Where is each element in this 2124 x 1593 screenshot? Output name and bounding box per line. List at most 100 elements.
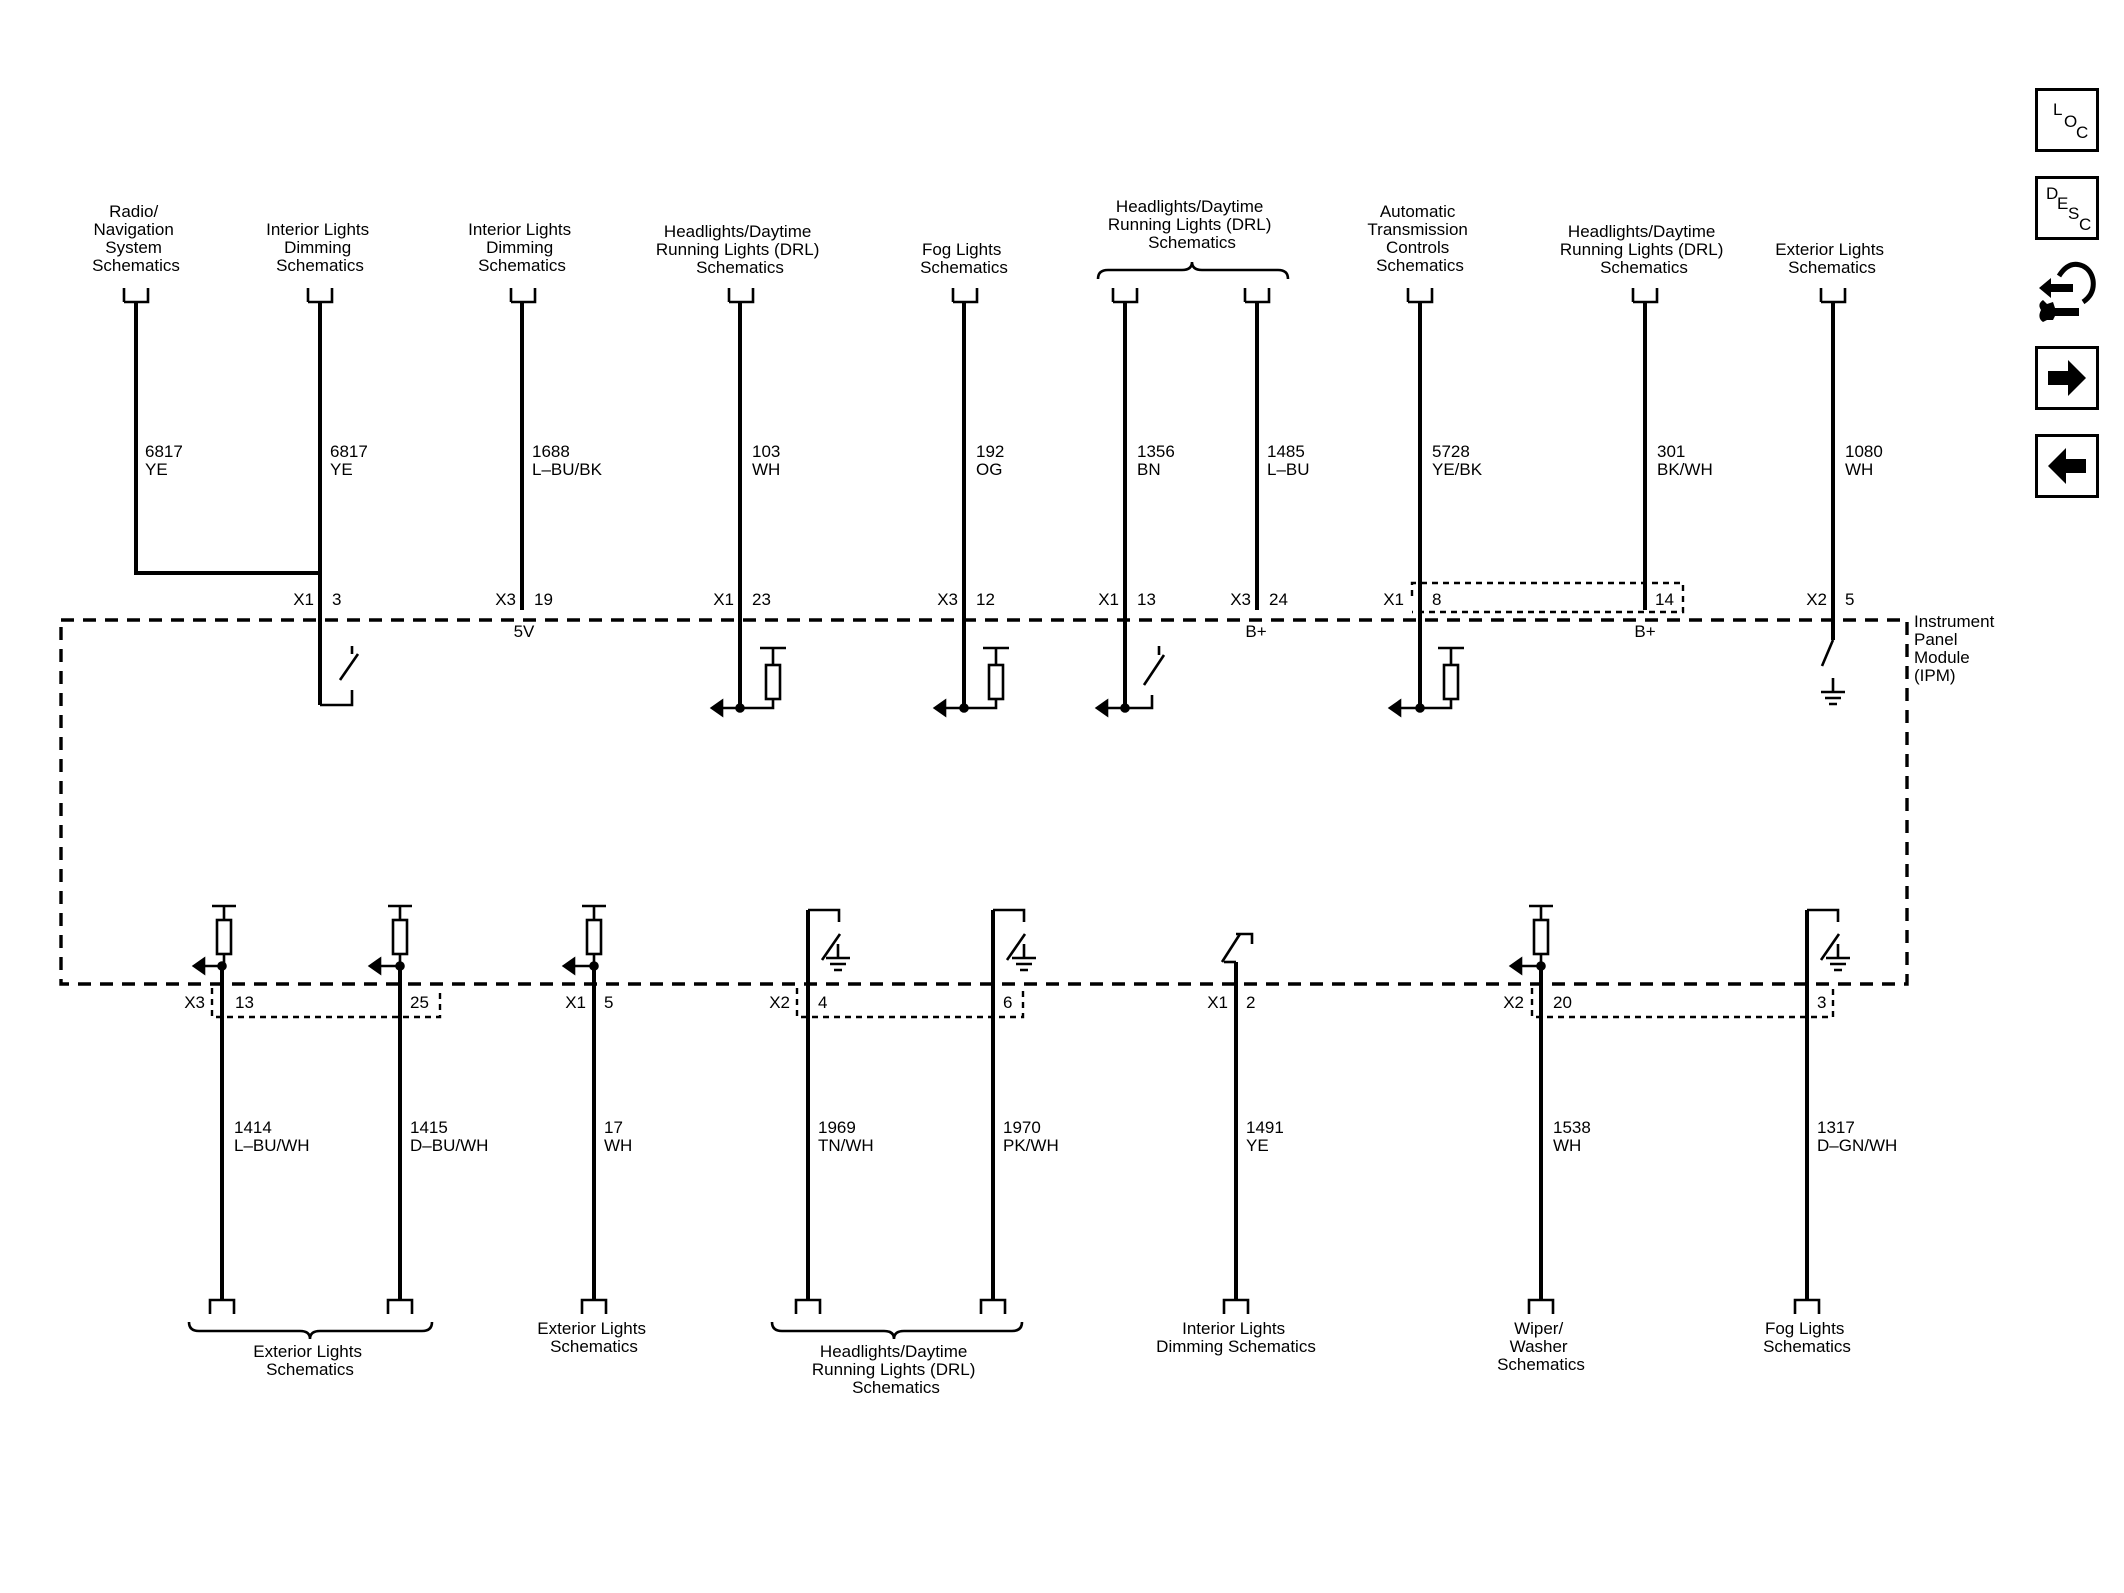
svg-text:X1: X1 (1098, 590, 1119, 609)
bottom-brace-headlights (770, 1321, 1024, 1340)
svg-text:Interior Lights Dimming: Interior Lights Dimming Schematics (266, 220, 374, 275)
bottom-brace-exterior (187, 1321, 434, 1340)
top-pin-labels: X1 3 X3 19 X1 23 X3 12 X1 13 X3 24 X1 8 … (293, 590, 1854, 609)
svg-text:Radio/ Navigation: Radio/ Navigation System Schematics (92, 202, 180, 275)
top-destination-headlights-drl-2[interactable]: Headlights/Daytime Running Lights (DRL) … (1108, 197, 1276, 252)
top-shared-connector (1410, 581, 1685, 614)
svg-text:5V: 5V (514, 622, 535, 641)
top-destination-radio-navigation[interactable]: Radio/ Navigation System Schematics (92, 202, 180, 275)
bottom-internal-ground-switch-1970 (993, 908, 1036, 972)
bottom-internal-ground-switch-1969 (808, 908, 850, 972)
arrow-right-icon (2048, 360, 2086, 396)
connector-end-view-button[interactable] (2033, 258, 2101, 330)
top-destination-fog-lights[interactable]: Fog Lights Schematics (920, 240, 1008, 277)
svg-text:5: 5 (604, 993, 613, 1012)
svg-text:5: 5 (1845, 590, 1854, 609)
svg-text:20: 20 (1553, 993, 1572, 1012)
location-button[interactable]: L O C (2035, 88, 2099, 152)
ipm-module-label: Instrument Panel Module (IPM) (1914, 612, 1999, 685)
svg-text:Wiper/ Washer Sche: Wiper/ Washer Schematics (1497, 1319, 1585, 1374)
svg-text:X3: X3 (184, 993, 205, 1012)
svg-text:Interior Lights Dimming: Interior Lights Dimming Schematics (468, 220, 576, 275)
svg-text:23: 23 (752, 590, 771, 609)
wire-6817-radio (134, 302, 322, 705)
svg-text:Fog Lights Schematics: Fog Lights Schematics (1763, 1319, 1851, 1356)
supply-labels: 5V B+ B+ (514, 622, 1656, 641)
bottom-destination-fog-lights[interactable]: Fog Lights Schematics (1763, 1319, 1851, 1356)
description-button[interactable]: D E S C (2035, 176, 2099, 240)
svg-text:X1: X1 (1383, 590, 1404, 609)
bottom-destination-exterior-lights-pair[interactable]: Exterior Lights Schematics (253, 1342, 366, 1379)
svg-text:14: 14 (1655, 590, 1674, 609)
svg-text:Exterior Lights Schemati: Exterior Lights Schematics (537, 1319, 650, 1356)
top-destination-exterior-lights[interactable]: Exterior Lights Schematics (1775, 240, 1888, 277)
top-destination-automatic-transmission[interactable]: Automatic Transmission Controls Schemati… (1367, 202, 1472, 275)
svg-text:X3: X3 (495, 590, 516, 609)
ipm-module-boundary (59, 618, 1909, 986)
top-internal-resistor-103 (709, 646, 786, 718)
svg-text:24: 24 (1269, 590, 1288, 609)
top-destination-headlights-drl-1[interactable]: Headlights/Daytime Running Lights (DRL) … (656, 222, 824, 277)
svg-text:Exterior Lights Schemati: Exterior Lights Schematics (1775, 240, 1888, 277)
bottom-internal-resistor-17 (561, 904, 606, 976)
svg-text:13: 13 (1137, 590, 1156, 609)
top-destination-interior-lights-1[interactable]: Interior Lights Dimming Schematics (266, 220, 374, 275)
next-page-button[interactable] (2035, 346, 2099, 410)
svg-text:X2: X2 (1503, 993, 1524, 1012)
svg-text:19: 19 (534, 590, 553, 609)
svg-text:3: 3 (1817, 993, 1826, 1012)
svg-text:B+: B+ (1245, 622, 1266, 641)
svg-text:Headlights/Daytime Runni: Headlights/Daytime Running Lights (DRL) … (812, 1342, 980, 1397)
previous-page-button[interactable] (2035, 434, 2099, 498)
top-internal-switch-1356 (1094, 646, 1166, 718)
bottom-destination-wiper-washer[interactable]: Wiper/ Washer Schematics (1497, 1319, 1585, 1374)
bottom-internal-ground-switch-1317 (1807, 908, 1850, 972)
svg-text:X2: X2 (1806, 590, 1827, 609)
svg-text:X1: X1 (293, 590, 314, 609)
svg-text:X2: X2 (769, 993, 790, 1012)
svg-text:X1: X1 (713, 590, 734, 609)
svg-text:25: 25 (410, 993, 429, 1012)
svg-text:6: 6 (1003, 993, 1012, 1012)
bottom-destination-exterior-lights[interactable]: Exterior Lights Schematics (537, 1319, 650, 1356)
svg-text:13: 13 (235, 993, 254, 1012)
bottom-internal-resistor-1538 (1508, 904, 1553, 976)
top-internal-ground-switch-1080 (1820, 639, 1845, 706)
bottom-pin-labels: X3 13 25 X1 5 X2 4 6 X1 2 X2 20 3 (184, 993, 1826, 1012)
top-internal-resistor-5728 (1387, 646, 1464, 718)
svg-text:X3: X3 (937, 590, 958, 609)
wrench-arrows-icon (2039, 261, 2096, 322)
svg-text:X1: X1 (565, 993, 586, 1012)
svg-text:B+: B+ (1634, 622, 1655, 641)
svg-text:4: 4 (818, 993, 827, 1012)
top-internal-switch-1 (320, 646, 360, 707)
svg-text:X1: X1 (1207, 993, 1228, 1012)
top-destination-headlights-drl-3[interactable]: Headlights/Daytime Running Lights (DRL) … (1560, 222, 1728, 277)
top-internal-resistor-192 (932, 646, 1009, 718)
svg-text:Interior Lights Dimming: Interior Lights Dimming Schematics (1156, 1319, 1316, 1356)
svg-text:Fog Lights Schematics: Fog Lights Schematics (920, 240, 1008, 277)
svg-text:X3: X3 (1230, 590, 1251, 609)
arrow-left-icon (2048, 448, 2086, 484)
bottom-destination-headlights-drl[interactable]: Headlights/Daytime Running Lights (DRL) … (812, 1342, 980, 1397)
svg-text:Headlights/Daytime Runni: Headlights/Daytime Running Lights (DRL) … (1108, 197, 1276, 252)
top-connector-stubs (122, 288, 1847, 304)
bottom-destination-interior-lights[interactable]: Interior Lights Dimming Schematics (1156, 1319, 1316, 1356)
top-destination-interior-lights-2[interactable]: Interior Lights Dimming Schematics (468, 220, 576, 275)
top-wires (134, 302, 1835, 708)
